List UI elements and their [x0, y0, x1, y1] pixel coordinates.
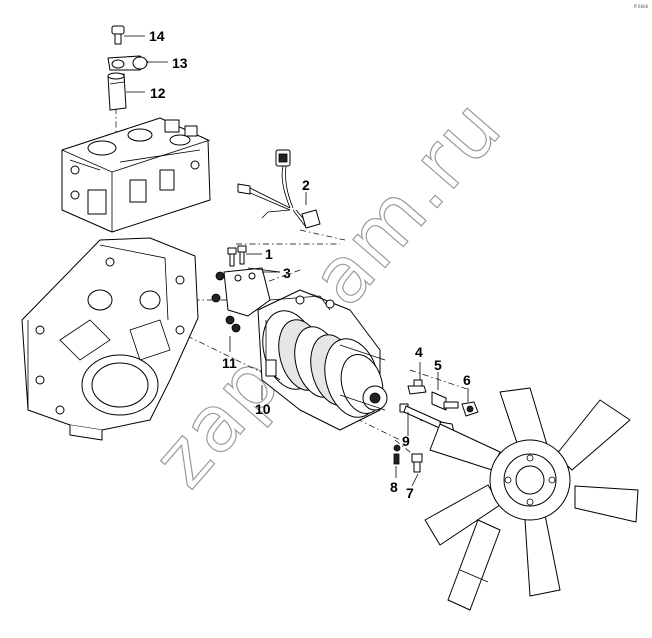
callout-2: 2 — [302, 177, 310, 193]
callout-9: 9 — [402, 433, 410, 449]
corner-tag: ff 6666 — [634, 4, 649, 9]
callout-12: 12 — [150, 85, 166, 101]
callout-8: 8 — [390, 479, 398, 495]
callout-6: 6 — [463, 372, 471, 388]
callout-11: 11 — [222, 355, 237, 371]
part-7-bolt — [411, 453, 423, 487]
part-13-clamp — [107, 55, 168, 71]
callout-10: 10 — [255, 401, 271, 417]
part-3-bracket — [223, 267, 281, 317]
cooling-fan — [424, 387, 639, 611]
part-12-sleeve — [107, 72, 145, 111]
callout-3: 3 — [283, 265, 291, 281]
front-housing — [21, 237, 199, 441]
part-4-bolt — [407, 362, 427, 395]
callout-13: 13 — [172, 55, 188, 71]
part-14-screw — [111, 25, 145, 45]
callout-labels: 14 13 12 2 1 3 11 10 4 5 6 9 8 7 — [149, 28, 471, 501]
alternator — [257, 289, 388, 431]
callout-1: 1 — [265, 246, 273, 262]
bracket-nuts — [211, 271, 241, 333]
callout-7: 7 — [406, 485, 414, 501]
callout-4: 4 — [415, 344, 423, 360]
cylinder-head — [61, 117, 211, 233]
callout-14: 14 — [149, 28, 165, 44]
part-2-wiring-harness — [237, 149, 321, 229]
part-6-nut — [461, 388, 479, 417]
part-5-stud — [431, 372, 459, 411]
part-8-washer — [393, 444, 401, 478]
callout-5: 5 — [434, 357, 442, 373]
part-1-bolts — [227, 245, 262, 267]
